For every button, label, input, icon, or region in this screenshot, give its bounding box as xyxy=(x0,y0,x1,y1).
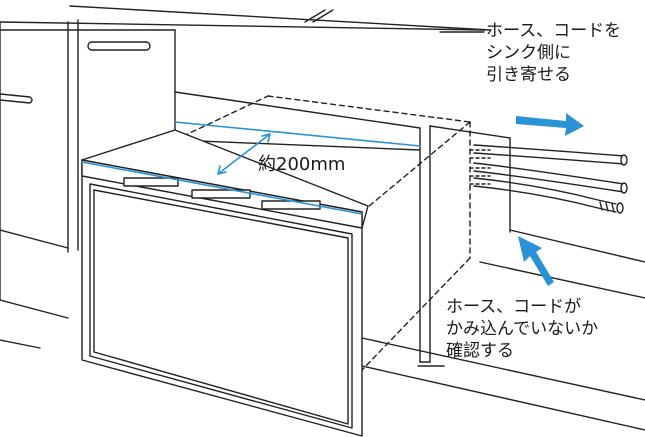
drawer-handle-top xyxy=(87,41,151,51)
depth-note: 約200mm xyxy=(258,154,346,175)
check-arrow xyxy=(518,236,554,286)
depth-arrow-head-a xyxy=(217,165,227,175)
leader-lines xyxy=(417,31,485,367)
check-hose-label: ホース、コードが かみ込んでいないか 確認する xyxy=(446,296,598,362)
dishwasher-unit xyxy=(81,129,369,437)
pull-arrow xyxy=(516,113,584,136)
countertop-edges xyxy=(0,5,491,31)
hose-to-sink-line-3: 引き寄せる xyxy=(486,65,571,85)
drawer-handle-left xyxy=(0,93,33,104)
hose-to-sink-label: ホース、コードを シンク側に 引き寄せる xyxy=(486,20,621,86)
cabinet-interior xyxy=(174,91,511,363)
check-hose-line-2: かみ込んでいないか xyxy=(446,319,599,339)
check-hose-line-3: 確認する xyxy=(446,341,514,361)
hose-3 xyxy=(473,177,617,205)
blue-arrows xyxy=(516,113,584,286)
drawer-handles xyxy=(0,41,151,104)
plinth-lines xyxy=(0,229,645,431)
hose-to-sink-line-2: シンク側に xyxy=(486,43,571,63)
panel-button-1 xyxy=(123,177,179,187)
hose-to-sink-line-1: ホース、コードを xyxy=(486,21,622,41)
dashed-unit-outline xyxy=(174,95,471,371)
depth-arrow-head-b xyxy=(261,133,271,143)
hose-2 xyxy=(473,162,625,185)
check-hose-line-1: ホース、コードが xyxy=(446,297,582,317)
depth-arrow-line xyxy=(217,133,271,175)
hose-1 xyxy=(473,144,625,157)
corrugated-end xyxy=(599,201,615,213)
hoses-and-cords xyxy=(469,144,628,214)
depth-guides xyxy=(81,121,421,215)
